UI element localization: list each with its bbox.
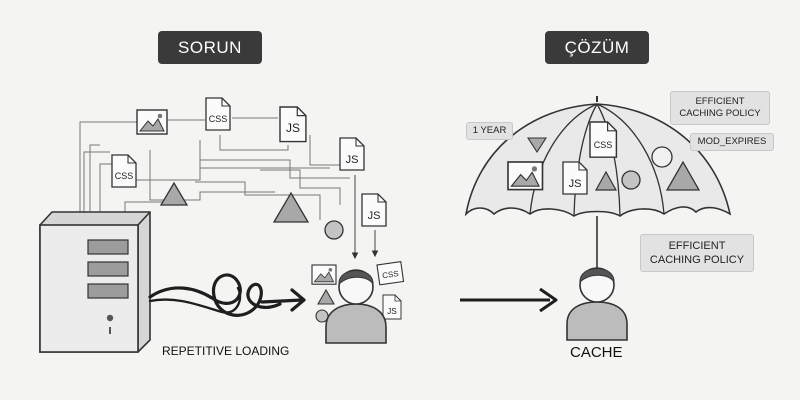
caching-policy-tag: EFFICIENT CACHING POLICY: [640, 234, 754, 272]
triangle-icon: [594, 170, 618, 191]
problem-heading-label: SORUN: [178, 37, 242, 57]
problem-heading: SORUN: [158, 31, 262, 64]
js-file-icon: JS: [361, 193, 387, 227]
circle-icon: [324, 220, 344, 240]
svg-text:JS: JS: [569, 178, 582, 190]
triangle-icon: [272, 191, 310, 223]
js-file-icon: JS: [382, 294, 402, 320]
css-file-icon: CSS: [111, 154, 137, 188]
server-icon: [39, 211, 151, 353]
solution-heading: ÇÖZÜM: [545, 31, 649, 64]
svg-text:JS: JS: [286, 121, 300, 135]
cache-caption: CACHE: [570, 344, 623, 361]
css-file-icon: CSS: [205, 97, 231, 131]
straight-arrow: [460, 287, 558, 313]
triangle-icon: [159, 181, 189, 206]
svg-text:JS: JS: [368, 210, 381, 222]
svg-text:JS: JS: [346, 154, 359, 166]
user-icon: [325, 269, 387, 344]
solution-heading-label: ÇÖZÜM: [564, 37, 630, 57]
js-file-icon: JS: [279, 106, 307, 143]
image-icon: [311, 264, 337, 285]
svg-text:CSS: CSS: [382, 269, 400, 280]
user-icon: [566, 267, 628, 341]
js-file-icon: JS: [562, 161, 588, 195]
svg-text:CSS: CSS: [115, 171, 134, 181]
css-file-icon: CSS: [589, 121, 618, 158]
circle-icon: [651, 146, 673, 168]
circle-icon: [621, 170, 641, 190]
triangle-icon: [317, 288, 335, 305]
css-file-icon: CSS: [376, 261, 405, 286]
js-file-icon: JS: [339, 137, 365, 171]
mod-expires-tag: MOD_EXPIRES: [690, 133, 774, 151]
squiggle-arrow: [148, 273, 306, 317]
image-icon: [507, 161, 544, 191]
problem-connections: [79, 117, 350, 220]
caching-policy-tag: EFFICIENT CACHING POLICY: [670, 91, 770, 125]
image-icon: [136, 109, 168, 135]
svg-text:CSS: CSS: [209, 114, 228, 124]
svg-text:JS: JS: [387, 307, 397, 316]
problem-arrows: [351, 175, 379, 260]
triangle-icon: [665, 160, 701, 191]
repetitive-loading-caption: REPETITIVE LOADING: [162, 344, 290, 358]
triangle-icon: [526, 137, 548, 154]
one-year-tag: 1 YEAR: [466, 122, 513, 140]
svg-text:CSS: CSS: [594, 140, 613, 150]
